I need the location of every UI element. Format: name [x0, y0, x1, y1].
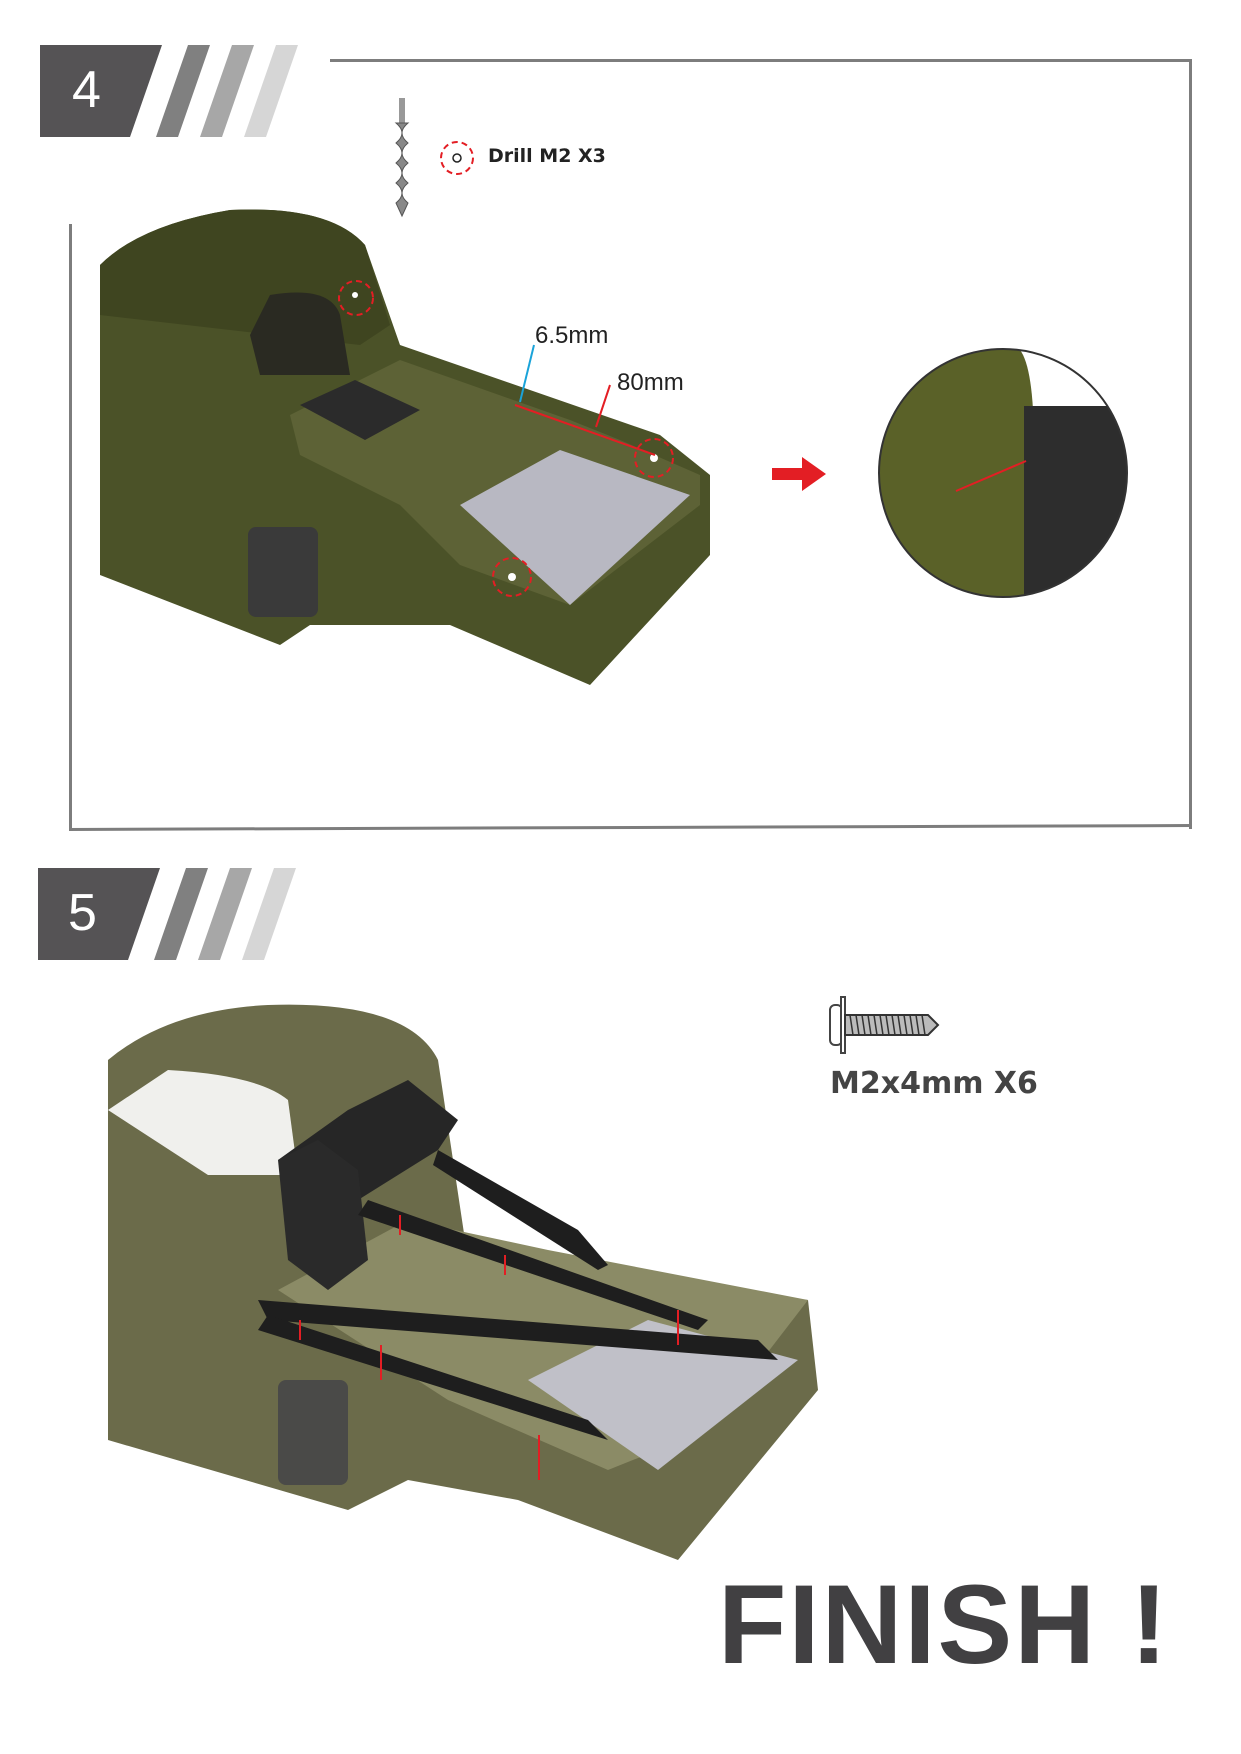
- drill-hole-icon: [440, 141, 474, 175]
- screw-label: M2x4mm X6: [830, 1066, 1038, 1101]
- drill-label: Drill M2 X3: [488, 145, 606, 167]
- truck-with-roll-bar-illustration: [108, 1004, 818, 1560]
- step-number: 4: [72, 61, 101, 119]
- screw-icon: [829, 996, 940, 1054]
- finish-text: FINISH !: [718, 1562, 1170, 1687]
- step-header-stripes: [40, 45, 298, 137]
- truck-bed-drilling-illustration: [100, 209, 710, 685]
- frame-bottom: [68, 824, 1193, 831]
- frame-top: [330, 59, 1192, 62]
- detail-inset-circle: [878, 348, 1128, 598]
- step-number: 5: [68, 884, 97, 942]
- step-header-stripes: [38, 868, 296, 960]
- frame-right: [1189, 59, 1192, 829]
- dimension-label-hole-spacing: 80mm: [617, 369, 684, 396]
- frame-left: [69, 224, 72, 829]
- drill-bit-icon: [394, 98, 410, 218]
- arrow-right-icon: [772, 457, 826, 491]
- dimension-label-hole-offset: 6.5mm: [535, 322, 609, 349]
